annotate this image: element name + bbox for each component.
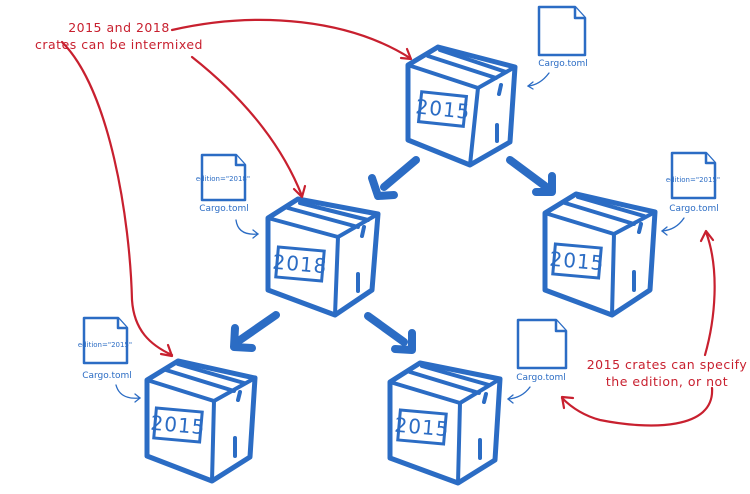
manifest-file-middle-left: edition="2018" Cargo.toml (196, 153, 260, 239)
manifest-file-middle-right: edition="2015" Cargo.toml (660, 151, 720, 236)
manifest-caption-middle-right: Cargo.toml (669, 204, 719, 214)
crate-box-middle-left: 2018 (265, 196, 381, 318)
manifest-file-bottom-left: edition="2015" Cargo.toml (78, 316, 142, 403)
annotation-intermixed: 2015 and 2018 crates can be intermixed (35, 20, 203, 52)
annotation-arrow-to-top-crate (170, 18, 413, 61)
crate-label-middle-right: 2015 (549, 247, 606, 276)
annotation-intermixed-line2: crates can be intermixed (35, 37, 203, 52)
manifest-edition-middle-left: edition="2018" (196, 175, 250, 183)
manifest-caption-top: Cargo.toml (538, 59, 588, 69)
annotation-arrow-to-middle-right-crate (699, 229, 716, 357)
manifest-caption-middle-left: Cargo.toml (199, 204, 249, 214)
manifest-file-bottom-middle: Cargo.toml (506, 318, 568, 404)
crate-box-top: 2015 (405, 44, 518, 168)
dependency-arrow-middle-left-to-bottom-middle (364, 312, 416, 354)
annotation-arrow-to-bottom-middle-crate (560, 386, 714, 427)
manifest-edition-middle-right: edition="2015" (666, 176, 720, 184)
annotation-intermixed-line1: 2015 and 2018 (68, 20, 170, 35)
crate-box-bottom-left: 2015 (144, 358, 258, 484)
dependency-arrow-top-to-middle-left (368, 156, 420, 200)
document-icon (537, 5, 587, 57)
crate-label-bottom-left: 2015 (150, 411, 207, 440)
dependency-arrow-middle-left-to-bottom-left (230, 311, 280, 352)
annotation-arrow-to-middle-left-crate (190, 55, 307, 199)
manifest-caption-bottom-middle: Cargo.toml (516, 373, 566, 383)
document-icon (200, 153, 247, 202)
annotation-specify-edition-line2: the edition, or not (606, 374, 728, 389)
crate-label-top: 2015 (414, 94, 471, 124)
crate-box-middle-right: 2015 (542, 191, 658, 318)
crate-box-bottom-middle: 2015 (387, 360, 503, 486)
crate-label-bottom-middle: 2015 (394, 413, 451, 442)
manifest-edition-bottom-left: edition="2015" (78, 341, 132, 349)
document-icon (516, 318, 568, 370)
dependency-arrow-top-to-middle-right (506, 156, 556, 196)
annotation-specify-edition-line1: 2015 crates can specify (587, 357, 748, 372)
document-icon (82, 316, 129, 365)
manifest-caption-bottom-left: Cargo.toml (82, 371, 132, 381)
annotation-specify-edition: 2015 crates can specify the edition, or … (587, 357, 748, 389)
crate-label-middle-left: 2018 (272, 250, 329, 279)
manifest-file-top: Cargo.toml (526, 5, 588, 90)
document-icon (670, 151, 717, 200)
annotation-arrow-to-bottom-left-crate (60, 40, 174, 358)
